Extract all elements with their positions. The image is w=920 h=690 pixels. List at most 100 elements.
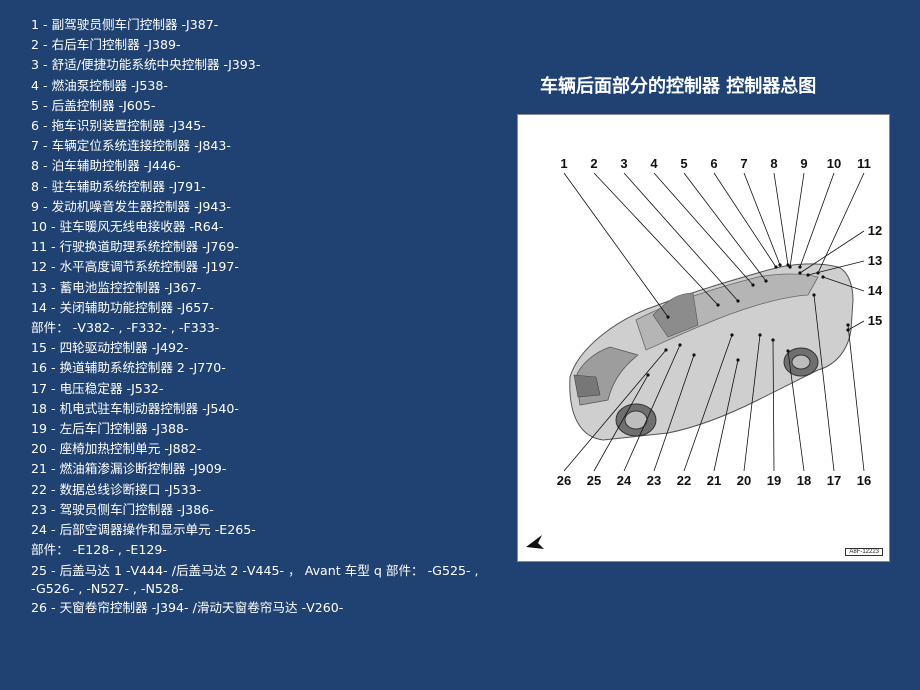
legend-item: 18 - 机电式驻车制动器控制器 -J540- [31,400,239,416]
callout-number: 17 [827,473,841,488]
callout-number: 2 [590,156,597,171]
legend-item: 8 - 泊车辅助控制器 -J446- [31,158,181,174]
leader-line [822,276,865,292]
leader-dot [730,333,734,337]
legend-item: 26 - 天窗卷帘控制器 -J394- /滑动天窗卷帘马达 -V260- [31,600,344,616]
leader-dot [778,263,782,267]
legend-item: 24 - 后部空调器操作和显示单元 -E265- [31,522,256,538]
callout-number: 26 [557,473,571,488]
leader-dot [751,283,755,287]
leader-dot [664,348,668,352]
callout-number: 25 [587,473,601,488]
leader-dot [846,323,850,327]
leader-dot [821,275,825,279]
leader-line [743,172,781,266]
leader-dot [736,299,740,303]
leader-dot [812,293,816,297]
legend-item: 12 - 水平高度调节系统控制器 -J197- [31,259,239,275]
callout-number: 20 [737,473,751,488]
leader-dot [771,338,775,342]
callout-number: 4 [650,156,658,171]
leader-dot [774,265,778,269]
leader-dot [806,273,810,277]
leader-line [563,349,667,472]
callout-number: 12 [868,223,882,238]
leader-line [683,334,733,472]
leader-line [813,294,835,472]
legend-item: 16 - 换道辅助系统控制器 2 -J770- [31,360,226,376]
leader-dot [788,265,792,269]
leader-dot [716,303,720,307]
legend-item: 22 - 数据总线诊断接口 -J533- [31,481,202,497]
callout-number: 1 [560,156,567,171]
leader-dot [786,349,790,353]
leader-dot [846,328,850,332]
callout-number: 13 [868,253,882,268]
leader-line [743,334,761,472]
diagram-title: 车辆后面部分的控制器 控制器总图 [540,76,817,97]
leader-line [713,359,739,472]
figure-code: A8F-12223 [845,548,883,556]
callout-number: 6 [710,156,717,171]
callout-number: 21 [707,473,721,488]
legend-item: 7 - 车辆定位系统连接控制器 -J843- [31,138,231,154]
leader-line [713,172,777,268]
leader-line [847,324,865,472]
leader-dot [692,353,696,357]
legend-item: 部件： -V382- , -F332- , -F333- [31,320,220,336]
callout-number: 8 [770,156,777,171]
callout-number: 7 [740,156,747,171]
legend-item: 部件： -E128- , -E129- [31,542,167,558]
leader-line [683,172,767,282]
legend-item: 2 - 右后车门控制器 -J389- [31,37,181,53]
legend-item: 10 - 驻车暖风无线电接收器 -R64- [31,219,224,235]
legend-item: 14 - 关闭辅助功能控制器 -J657- [31,299,214,315]
leader-line [772,339,775,472]
leader-dot [764,279,768,283]
legend-item: 11 - 行驶换道助理系统控制器 -J769- [31,239,239,255]
leader-line [623,344,681,472]
callout-number: 5 [680,156,687,171]
legend-item: 21 - 燃油箱渗漏诊断控制器 -J909- [31,461,227,477]
leader-line [563,172,669,318]
leader-dot [646,373,650,377]
legend-item: 13 - 蓄电池监控控制器 -J367- [31,279,202,295]
callout-number: 16 [857,473,871,488]
callout-number: 10 [827,156,841,171]
callout-number: 15 [868,313,882,328]
leader-line [593,172,719,306]
orientation-arrow-icon [526,535,544,549]
leader-line [799,230,865,274]
leader-dot [798,265,802,269]
callout-number: 24 [617,473,632,488]
callout-number: 18 [797,473,811,488]
legend-item: 23 - 驾驶员侧车门控制器 -J386- [31,501,214,517]
legend-item: 15 - 四轮驱动控制器 -J492- [31,340,189,356]
leader-line [807,260,865,276]
callout-number: 23 [647,473,661,488]
leader-line [799,172,835,268]
callout-number: 11 [857,156,871,171]
legend-item: 8 - 驻车辅助系统控制器 -J791- [31,178,206,194]
leader-dot [678,343,682,347]
callout-number: 14 [868,283,883,298]
leader-line [623,172,739,302]
leader-lines [563,172,865,472]
leader-dot [666,315,670,319]
callout-number: 3 [620,156,627,171]
leader-dot [798,271,802,275]
leader-dot [736,358,740,362]
legend-item: 19 - 左后车门控制器 -J388- [31,421,189,437]
leader-line [789,172,805,268]
leader-line [653,172,754,286]
component-legend: 1 - 副驾驶员侧车门控制器 -J387-2 - 右后车门控制器 -J389-3… [31,15,501,619]
leader-line [653,354,695,472]
legend-item: 20 - 座椅加热控制单元 -J882- [31,441,202,457]
legend-item: 5 - 后盖控制器 -J605- [31,97,156,113]
legend-item: 6 - 拖车识别装置控制器 -J345- [31,118,206,134]
callout-number: 9 [800,156,807,171]
leader-line [593,374,649,472]
